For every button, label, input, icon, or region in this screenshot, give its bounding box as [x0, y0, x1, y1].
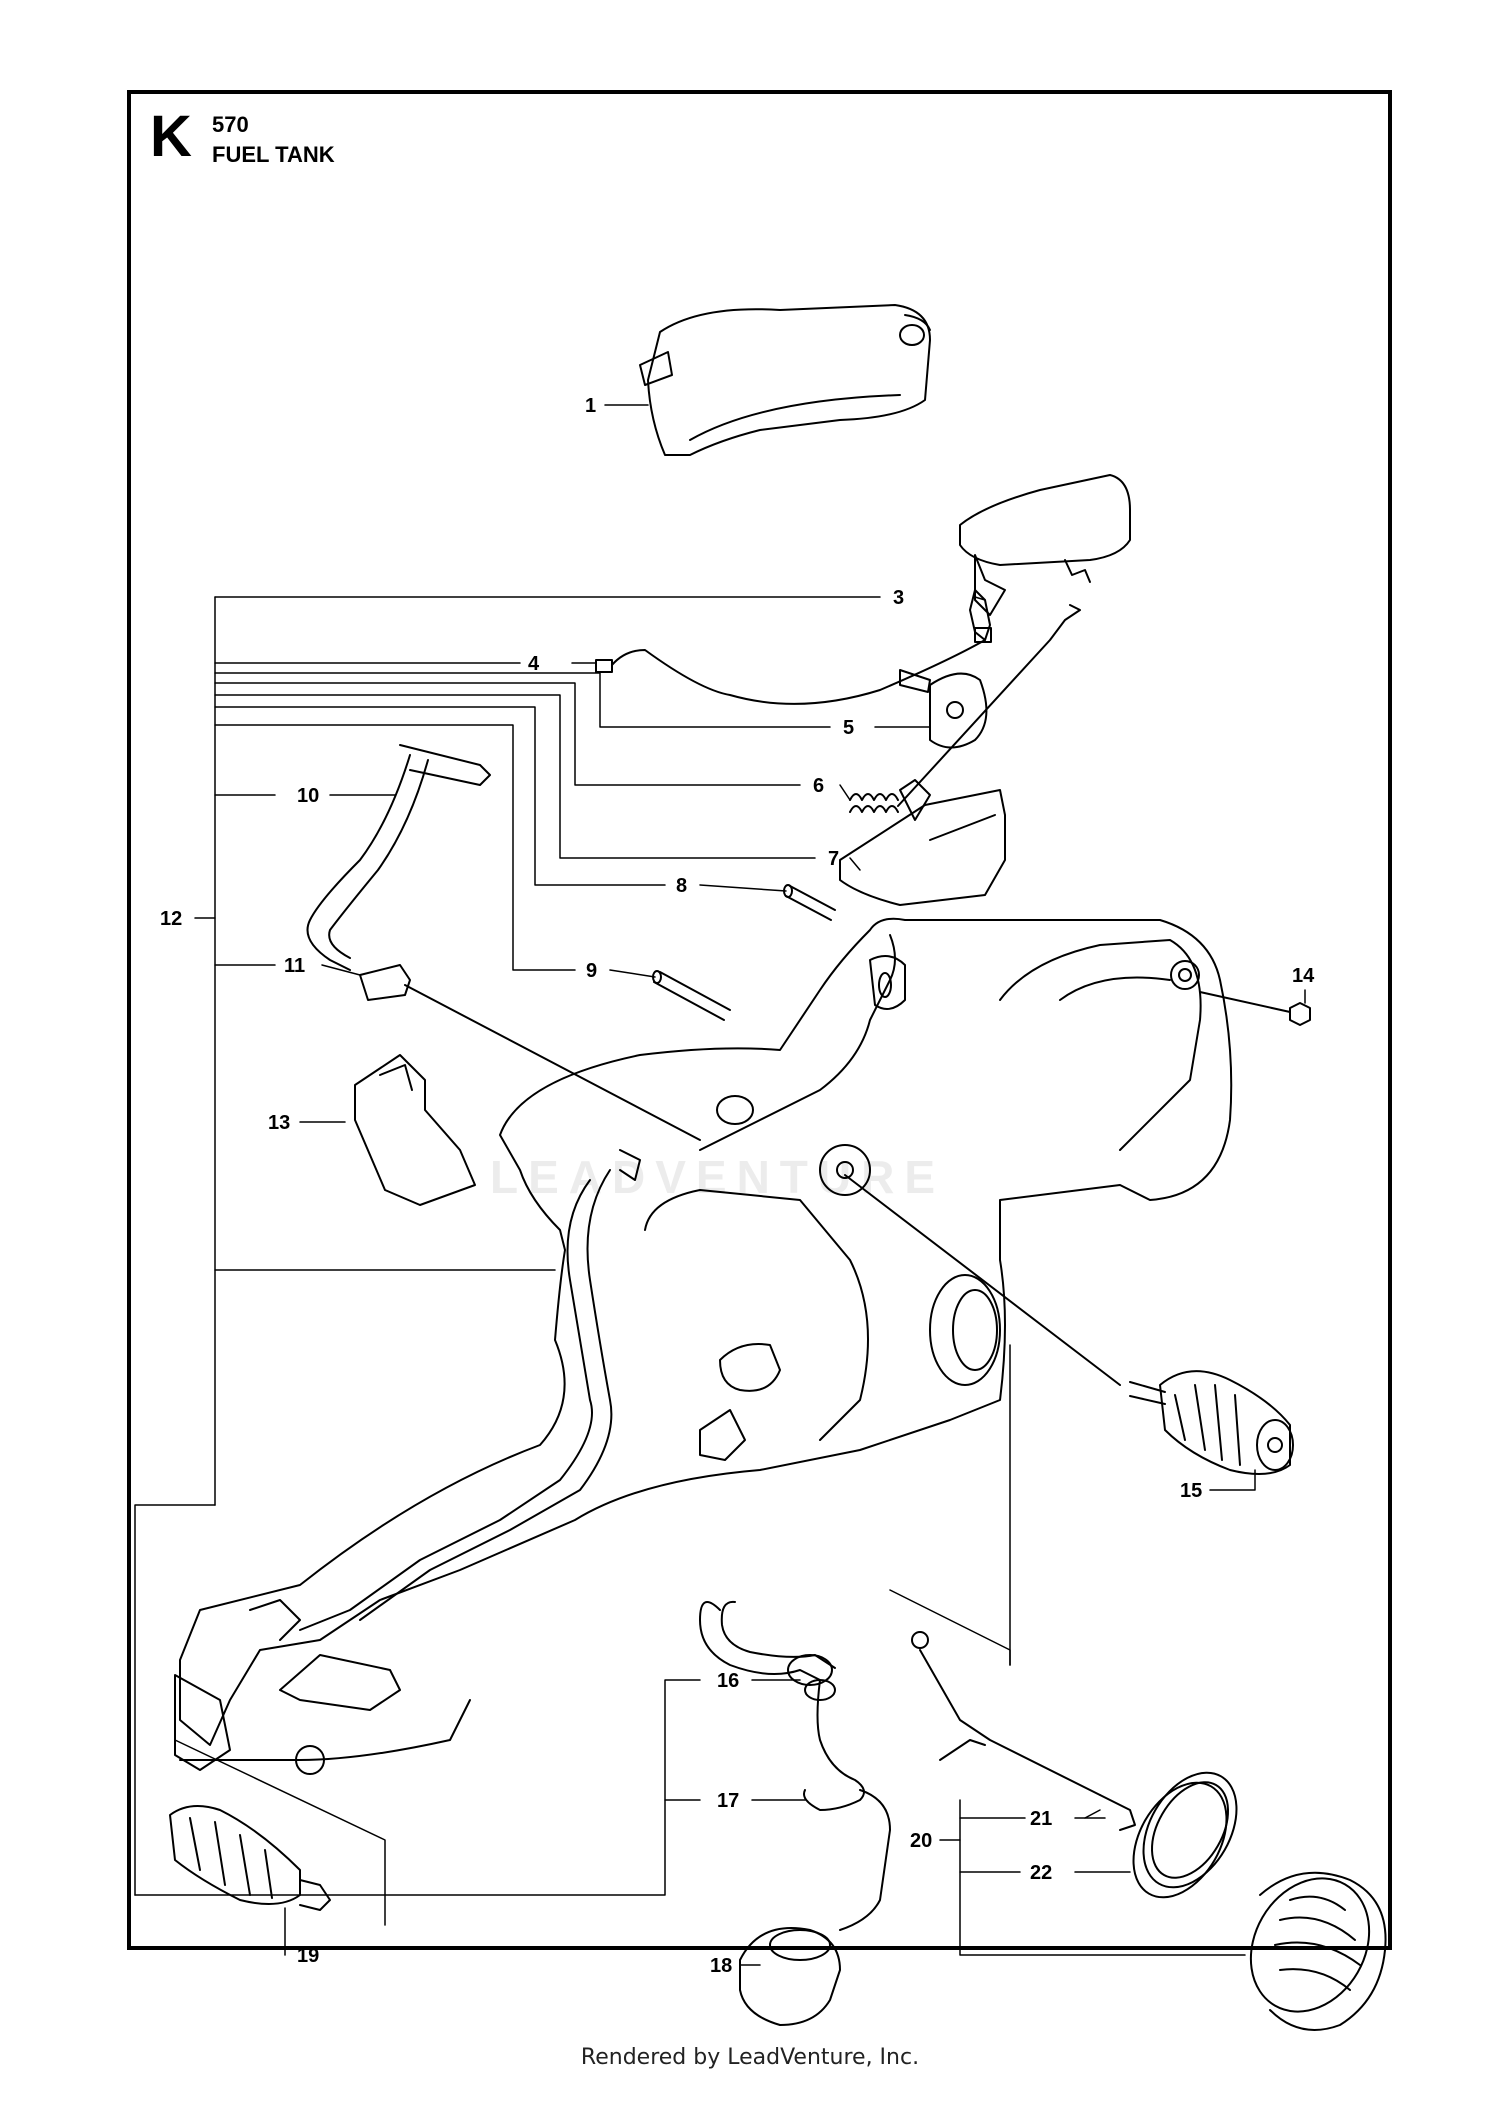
callout-18: 18	[710, 1955, 732, 1977]
section-title: FUEL TANK	[212, 142, 335, 167]
part-19-av-buffer	[169, 1805, 331, 1911]
callout-10: 10	[297, 785, 319, 807]
part-20-fuel-cap	[1249, 1871, 1387, 2031]
part-7-trigger-housing	[839, 779, 1006, 906]
callout-3: 3	[893, 587, 904, 609]
section-letter: K	[150, 104, 192, 169]
diagram-frame	[127, 90, 1392, 1950]
callout-8: 8	[676, 875, 687, 897]
callout-15: 15	[1180, 1480, 1202, 1502]
callout-5: 5	[843, 717, 854, 739]
callout-21: 21	[1030, 1808, 1052, 1830]
callout-6: 6	[813, 775, 824, 797]
callout-13: 13	[268, 1112, 290, 1134]
callout-20: 20	[910, 1830, 932, 1852]
callout-1: 1	[585, 395, 596, 417]
part-16-17-fuel-line	[699, 1600, 891, 1931]
watermark: LEADVENTURE	[490, 1151, 946, 1203]
model-number: 570	[212, 112, 249, 137]
callout-12: 12	[160, 908, 182, 930]
part-13-cover	[354, 1054, 476, 1206]
callout-7: 7	[828, 848, 839, 870]
part-18-fuel-filter	[739, 1927, 841, 2026]
part-8-pin	[783, 884, 836, 921]
part-11-fitting	[359, 964, 701, 1141]
part-12-fuel-tank-housing	[174, 917, 1233, 1775]
part-15-av-buffer	[844, 1174, 1294, 1475]
callout-16: 16	[717, 1670, 739, 1692]
part-9-pin	[652, 970, 731, 1021]
part-6-spring	[849, 604, 1081, 813]
callout-19: 19	[297, 1945, 319, 1967]
part-14-screw	[1199, 991, 1311, 1026]
part-5-throttle-lock	[899, 669, 988, 749]
footer-credit: Rendered by LeadVenture, Inc.	[580, 2045, 920, 2070]
part-10-fuel-hose	[306, 744, 491, 971]
part-1-handle-cover	[639, 304, 931, 456]
part-4-cable	[595, 627, 992, 705]
callout-4: 4	[528, 653, 540, 675]
callout-17: 17	[717, 1790, 739, 1812]
part-22-gasket	[1132, 1771, 1238, 1899]
part-2-rear-handle-top	[959, 474, 1131, 616]
callout-9: 9	[586, 960, 597, 982]
part-3-trigger	[969, 589, 991, 641]
callout-14: 14	[1292, 965, 1315, 987]
callout-22: 22	[1030, 1862, 1052, 1884]
leader-lines	[134, 404, 1306, 1966]
callout-11: 11	[284, 955, 305, 977]
part-21-vent-rod	[911, 1631, 1136, 1831]
